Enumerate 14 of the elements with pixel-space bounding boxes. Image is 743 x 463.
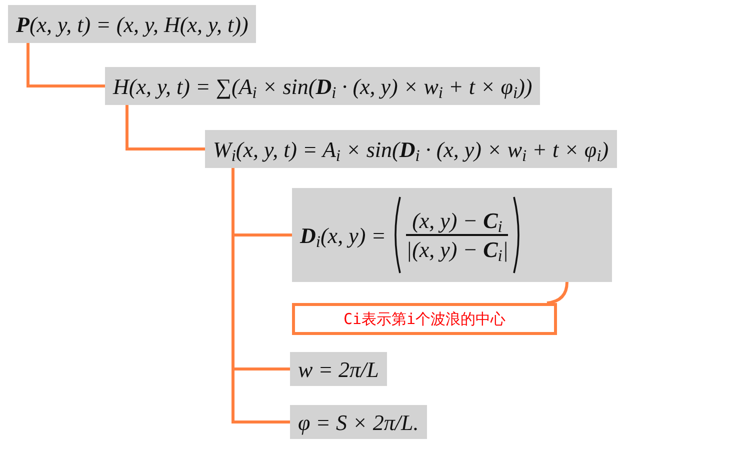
connector-line (232, 168, 290, 424)
leader-line (546, 282, 568, 304)
formula-text: D$_{i}$(x, y) = (300, 222, 386, 252)
connector-line (126, 105, 205, 150)
numerator: (x, y) − C$_{i}$ (412, 206, 502, 234)
formula-box: H(x, y, t) = ∑(A$_{i}$ × sin(D$_{i}$ · (x, y) × w$_{i}$ + t × φ$_{i}$)) (105, 67, 540, 105)
connector-line (26, 43, 105, 88)
formula-box: φ = S × 2π/L. (290, 405, 427, 439)
formula-box: w = 2π/L (290, 352, 387, 386)
formula-box: P(x, y, t) = (x, y, H(x, y, t)) (8, 5, 256, 43)
formula-box (292, 188, 612, 282)
note-box: Ci表示第i个波浪的中心 (292, 303, 557, 335)
formula-box: W$_{i}$(x, y, t) = A$_{i}$ × sin(D$_{i}$ · (x, y) × w$_{i}$ + t × φ$_{i}$) (205, 130, 617, 168)
denominator: |(x, y) − C$_{i}$| (406, 236, 508, 264)
